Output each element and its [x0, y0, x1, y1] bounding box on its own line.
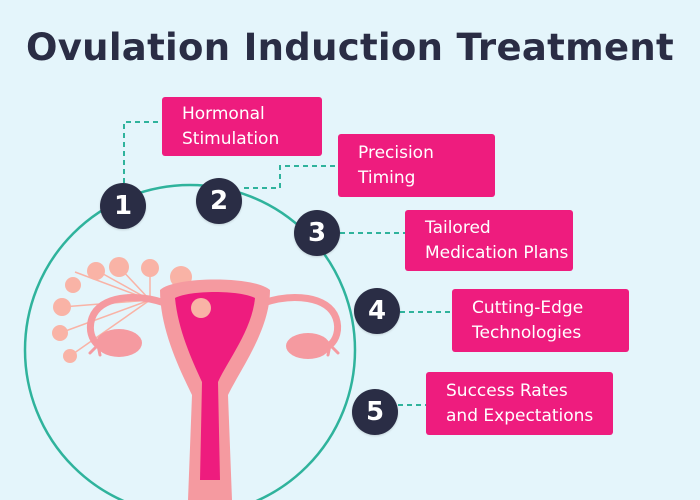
step-4-label: Cutting-Edge Technologies	[452, 289, 629, 352]
outline-circle	[23, 183, 357, 500]
step-5-badge: 5	[352, 389, 398, 435]
step-5-text: Success Rates and Expectations	[446, 380, 594, 426]
connector-2	[244, 165, 338, 189]
step-2-label: Precision Timing	[338, 134, 495, 197]
step-2-text: Precision Timing	[358, 142, 434, 188]
step-1-label: Hormonal Stimulation	[162, 97, 322, 156]
step-4-badge: 4	[354, 288, 400, 334]
follicle-icon	[109, 257, 129, 277]
step-1-badge: 1	[100, 183, 146, 229]
step-1-text: Hormonal Stimulation	[182, 103, 280, 149]
follicle-icon	[63, 349, 77, 363]
follicle-icon	[65, 277, 81, 293]
step-5-label: Success Rates and Expectations	[426, 372, 613, 435]
step-3-label: Tailored Medication Plans	[405, 210, 573, 271]
step-3-text: Tailored Medication Plans	[425, 217, 569, 263]
follicle-icon	[141, 259, 159, 277]
uterus-illustration	[86, 279, 342, 500]
step-2-badge: 2	[196, 178, 242, 224]
step-4-text: Cutting-Edge Technologies	[472, 297, 584, 343]
connector-1	[123, 121, 162, 183]
follicle-icon	[87, 262, 105, 280]
follicle-group	[52, 257, 192, 363]
follicle-icon	[53, 298, 71, 316]
page-title: Ovulation Induction Treatment	[26, 26, 674, 69]
follicle-icon	[52, 325, 68, 341]
step-3-badge: 3	[294, 210, 340, 256]
